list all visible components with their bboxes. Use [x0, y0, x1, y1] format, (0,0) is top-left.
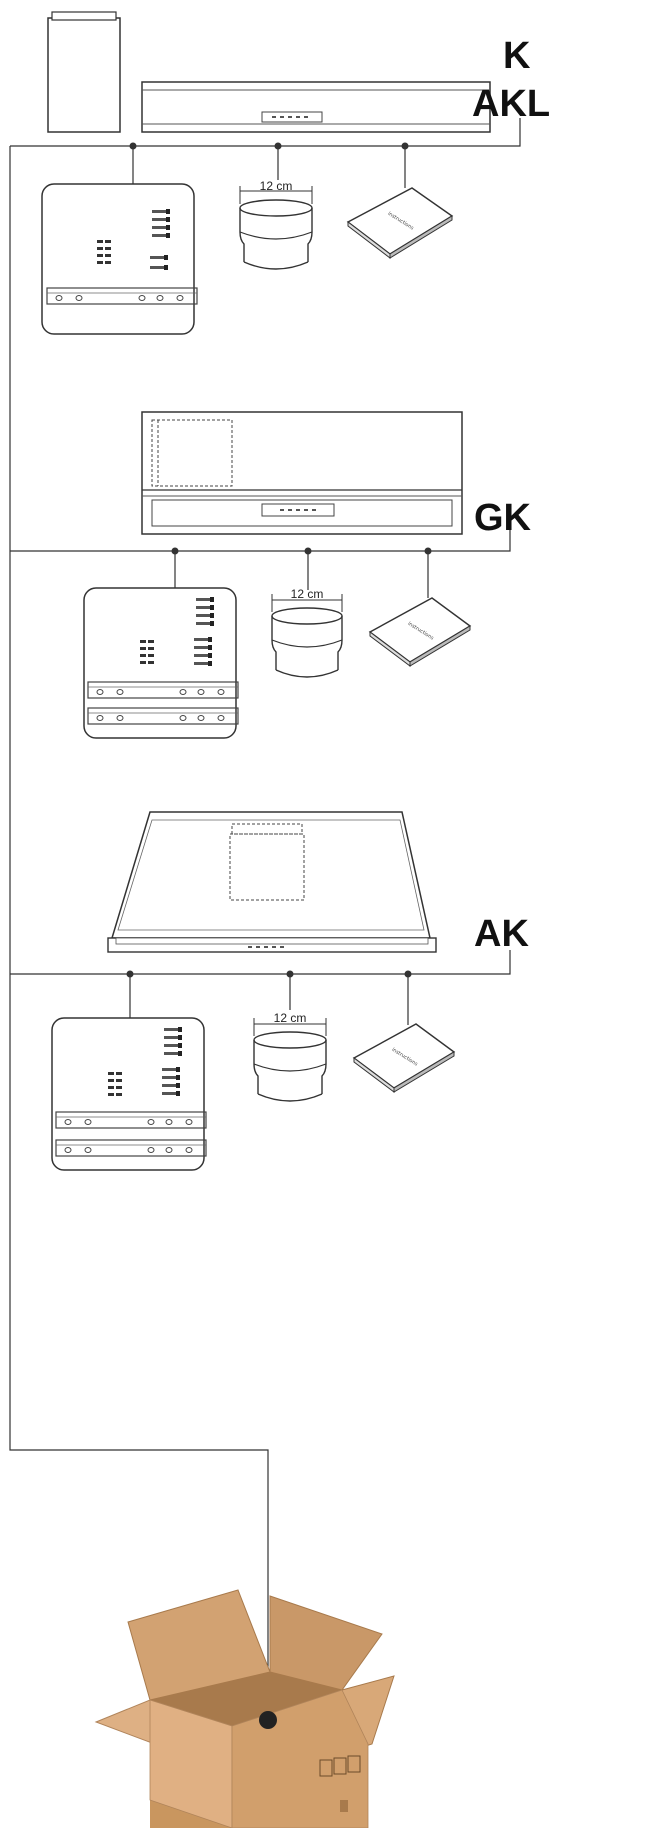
- label-ak: AK: [474, 913, 529, 955]
- label-k: K: [503, 35, 531, 77]
- junction-dots: [126, 142, 432, 978]
- manual-booklet-icon: instructions: [352, 1023, 456, 1093]
- label-gk: GK: [474, 497, 532, 539]
- duct-adapter-icon: 12 cm: [253, 1011, 327, 1102]
- duct-size-label: 12 cm: [291, 587, 324, 601]
- label-akl: AKL: [472, 83, 550, 125]
- hood-icon: [141, 411, 463, 535]
- section-k-akl: K AKL 12 cm: [41, 11, 550, 335]
- hardware-kit-icon: [83, 587, 239, 739]
- section-gk: GK 12 cm instructions: [83, 411, 532, 739]
- hood-icon: [107, 811, 437, 953]
- duct-adapter-icon: 12 cm: [239, 179, 313, 270]
- duct-size-label: 12 cm: [260, 179, 293, 193]
- manual-booklet-icon: instructions: [368, 597, 472, 667]
- manual-booklet-icon: instructions: [346, 187, 454, 260]
- duct-adapter-icon: 12 cm: [271, 587, 343, 678]
- cardboard-box-icon: [94, 1589, 395, 1828]
- hardware-kit-icon: [51, 1017, 207, 1171]
- hood-icon: [141, 81, 491, 133]
- filter-box-icon: [47, 11, 121, 133]
- duct-size-label: 12 cm: [274, 1011, 307, 1025]
- section-ak: AK 12 cm instructions: [51, 811, 529, 1171]
- hardware-kit-icon: [41, 183, 198, 335]
